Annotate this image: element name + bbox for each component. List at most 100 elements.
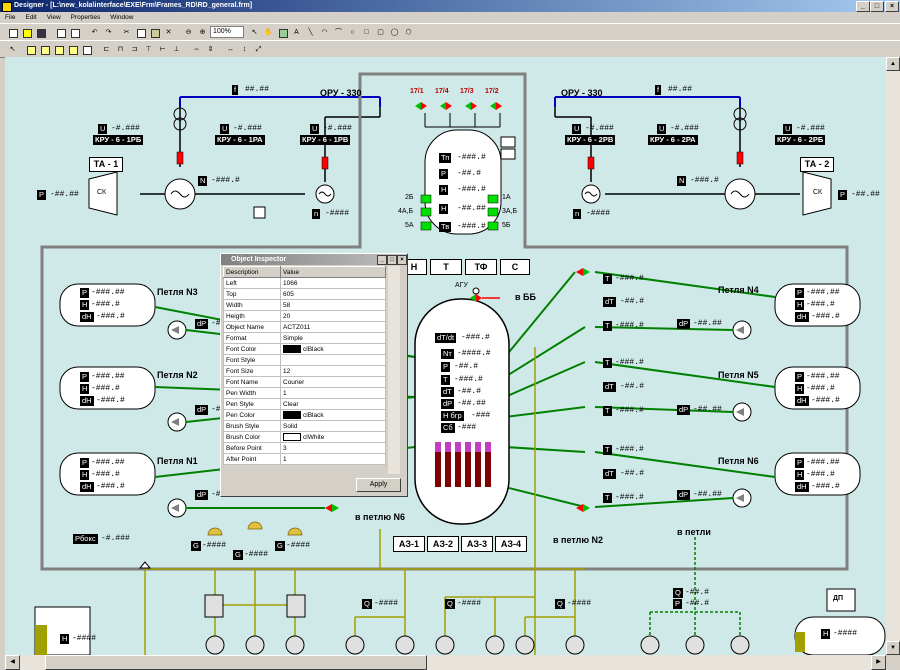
reactor-val-6[interactable]: -### xyxy=(471,411,491,420)
loop-n2-tag-p[interactable]: P xyxy=(80,372,90,382)
g-val-3[interactable]: -#### xyxy=(286,541,311,550)
u-tag-2[interactable]: U xyxy=(220,124,230,134)
t-tag-6[interactable]: T xyxy=(603,493,612,503)
pz-tag-2[interactable]: Н xyxy=(439,185,449,195)
lock-icon[interactable] xyxy=(80,43,93,56)
loop-n6-tag-h[interactable]: H xyxy=(795,470,805,480)
f-left-tag[interactable]: f xyxy=(232,85,239,95)
f-right-tag[interactable]: f xyxy=(655,85,662,95)
reactor-val-3[interactable]: -###.# xyxy=(454,375,483,384)
t-val-4[interactable]: -###.# xyxy=(615,406,644,415)
loop-n4-tag-h[interactable]: H xyxy=(795,300,805,310)
dp-tag-n3[interactable]: dP xyxy=(195,319,209,329)
copy-icon[interactable] xyxy=(134,26,147,39)
loop-n6-val-dh[interactable]: -###.# xyxy=(811,482,840,491)
inspector-minimize-icon[interactable]: _ xyxy=(377,255,387,265)
loop-n5-val-dh[interactable]: -###.# xyxy=(811,396,840,405)
loop-n3-tag-p[interactable]: P xyxy=(80,288,90,298)
pz-val-4[interactable]: -###.# xyxy=(457,222,486,231)
align-left-icon[interactable]: ⊏ xyxy=(103,46,110,53)
u-value-1[interactable]: -#.### xyxy=(111,124,140,133)
t-val-2[interactable]: -###.# xyxy=(615,321,644,330)
loop-n3-tag-h[interactable]: H xyxy=(80,300,90,310)
prop-value[interactable]: 1 xyxy=(280,453,386,465)
q-val-1[interactable]: -#### xyxy=(374,599,399,608)
reactor-val-4[interactable]: -##.# xyxy=(457,387,482,396)
send-back-icon[interactable] xyxy=(38,43,51,56)
prop-value[interactable]: clBlack xyxy=(280,343,386,355)
zoom-select[interactable]: 100% xyxy=(210,26,244,38)
scheme-canvas[interactable]: ОРУ - 330 ОРУ - 330 f ##.## f ##.## U-#.… xyxy=(5,57,886,655)
prop-value[interactable]: ACTZ011 xyxy=(280,321,386,333)
menu-window[interactable]: Window xyxy=(110,14,134,21)
loop-n5-val-p[interactable]: -###.## xyxy=(806,372,840,381)
rboks-value[interactable]: -#.### xyxy=(101,534,130,543)
kru-1rb[interactable]: КРУ - 6 - 1РБ xyxy=(93,135,144,145)
select-icon[interactable]: ↖ xyxy=(9,46,16,53)
space-vertical-icon[interactable]: ⇕ xyxy=(207,46,214,53)
reactor-tag-0[interactable]: dT/dt xyxy=(435,333,457,343)
reactor-val-7[interactable]: -### xyxy=(457,423,477,432)
q-tag-4[interactable]: Q xyxy=(673,588,683,598)
p-value-left[interactable]: -##.## xyxy=(50,190,79,199)
hand-icon[interactable]: ✋ xyxy=(264,29,273,36)
loop-n4-tag-p[interactable]: P xyxy=(795,288,805,298)
dp-tag-n4[interactable]: dP xyxy=(677,319,691,329)
mode-button-tf[interactable]: ТФ xyxy=(465,259,497,275)
n-small-tag-right[interactable]: n xyxy=(573,209,582,219)
pz-val-1[interactable]: -##.# xyxy=(457,169,482,178)
t-tag-4[interactable]: T xyxy=(603,406,612,416)
reactor-tag-3[interactable]: T xyxy=(441,375,450,385)
loop-n3-val-h[interactable]: -###.# xyxy=(91,300,120,309)
pz-val-2[interactable]: -###.# xyxy=(457,185,486,194)
dp-tag-n1[interactable]: dP xyxy=(195,490,209,500)
loop-n4-val-dh[interactable]: -###.# xyxy=(811,312,840,321)
u-tag-5[interactable]: U xyxy=(657,124,667,134)
prop-value[interactable]: 12 xyxy=(280,365,386,377)
same-width-icon[interactable]: ↔ xyxy=(227,46,234,53)
u-value-6[interactable]: -#.### xyxy=(796,124,825,133)
az-3-button[interactable]: АЗ-3 xyxy=(461,536,493,552)
new-file-icon[interactable] xyxy=(6,26,19,39)
pz-tag-4[interactable]: Тв xyxy=(439,222,452,232)
n-small-value-right[interactable]: -#### xyxy=(586,209,611,218)
n-small-tag-left[interactable]: n xyxy=(312,209,321,219)
scroll-right-icon[interactable]: ▶ xyxy=(871,655,886,670)
dp-val-n5[interactable]: -##.## xyxy=(693,405,722,414)
prop-value[interactable]: 1066 xyxy=(280,277,386,289)
f-left-value[interactable]: ##.## xyxy=(245,85,270,94)
reactor-tag-7[interactable]: Сб xyxy=(441,423,455,433)
ellipse-icon[interactable]: ○ xyxy=(350,29,355,36)
save-icon[interactable] xyxy=(34,26,47,39)
kru-2ra[interactable]: КРУ - 6 - 2РА xyxy=(648,135,698,145)
prop-value[interactable]: Solid xyxy=(280,420,386,432)
dp-val-n6[interactable]: -##.## xyxy=(693,490,722,499)
cut-icon[interactable]: ✂ xyxy=(123,29,130,36)
az-4-button[interactable]: АЗ-4 xyxy=(495,536,527,552)
kru-2rv[interactable]: КРУ - 6 - 2РВ xyxy=(565,135,616,145)
loop-n2-tag-h[interactable]: H xyxy=(80,384,90,394)
q-tag-2[interactable]: Q xyxy=(445,599,455,609)
horizontal-scrollbar[interactable]: ◀ ▶ xyxy=(5,655,886,670)
p-tag-right[interactable]: P xyxy=(838,190,848,200)
delete-icon[interactable]: ✕ xyxy=(165,29,172,36)
loop-n2-val-h[interactable]: -###.# xyxy=(91,384,120,393)
u-value-4[interactable]: -#.### xyxy=(585,124,614,133)
dp-tag-n5[interactable]: dP xyxy=(677,405,691,415)
align-middle-icon[interactable]: ⊢ xyxy=(159,46,166,53)
q-val-4[interactable]: -##.# xyxy=(685,588,710,597)
prop-value[interactable]: 3 xyxy=(280,442,386,454)
p-val-bottom[interactable]: -##.# xyxy=(685,599,710,608)
inspector-close-icon[interactable]: × xyxy=(397,255,407,265)
reactor-tag-6[interactable]: Н бгр xyxy=(441,411,464,421)
dt-val-2[interactable]: -##.# xyxy=(620,382,645,391)
loop-n6-tag-dh[interactable]: dH xyxy=(795,482,809,492)
u-value-3[interactable]: -#.### xyxy=(323,124,352,133)
n-value-right[interactable]: -###.# xyxy=(690,176,719,185)
menu-properties[interactable]: Properties xyxy=(70,14,101,21)
dt-val-3[interactable]: -##.# xyxy=(620,469,645,478)
g-val-2[interactable]: -#### xyxy=(244,550,269,559)
group-icon[interactable] xyxy=(52,43,65,56)
kru-1ra[interactable]: КРУ - 6 - 1РА xyxy=(215,135,265,145)
open-folder-icon[interactable] xyxy=(20,26,33,39)
